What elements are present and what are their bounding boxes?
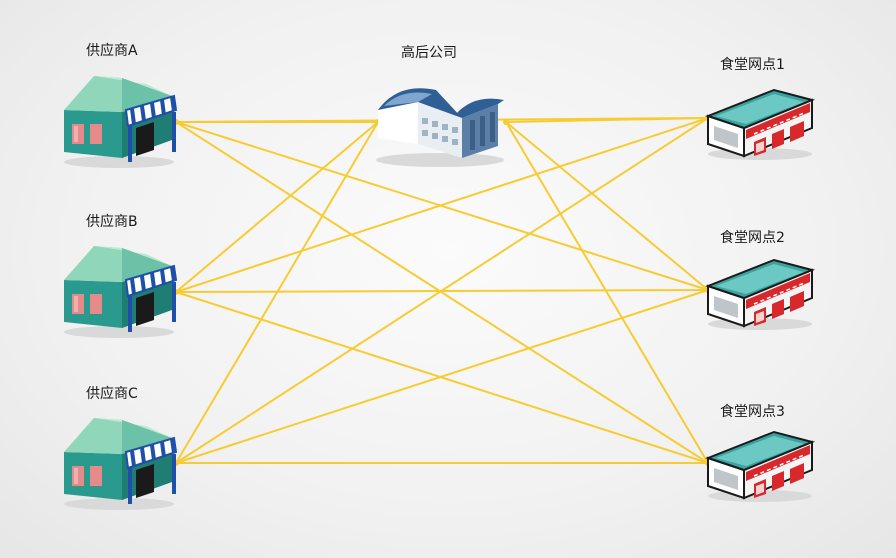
connector-line	[175, 117, 709, 293]
canteen-3-label: 食堂网点3	[720, 404, 785, 420]
connector-line	[505, 121, 709, 464]
connector-line	[175, 121, 709, 464]
canteen-3-store-icon	[707, 431, 813, 503]
supplier-a-label: 供应商A	[86, 43, 138, 59]
supplier-c-shop-icon	[62, 416, 178, 512]
connector-node	[503, 119, 509, 125]
supplier-a-shop-icon	[62, 74, 178, 170]
supplier-b-label: 供应商B	[86, 214, 138, 230]
canteen-1-label: 食堂网点1	[720, 57, 785, 73]
canteen-2-label: 食堂网点2	[720, 230, 785, 246]
connector-line	[505, 121, 709, 291]
canteen-1-store-icon	[707, 89, 813, 161]
supplier-c-label: 供应商C	[86, 386, 138, 402]
hq-building-icon	[376, 88, 504, 167]
connector-line	[175, 121, 379, 293]
canteen-2-store-icon	[707, 259, 813, 331]
connector-line	[175, 117, 709, 464]
hq-label: 高后公司	[401, 45, 457, 61]
supplier-b-shop-icon	[62, 244, 178, 340]
connector-line	[175, 289, 709, 464]
